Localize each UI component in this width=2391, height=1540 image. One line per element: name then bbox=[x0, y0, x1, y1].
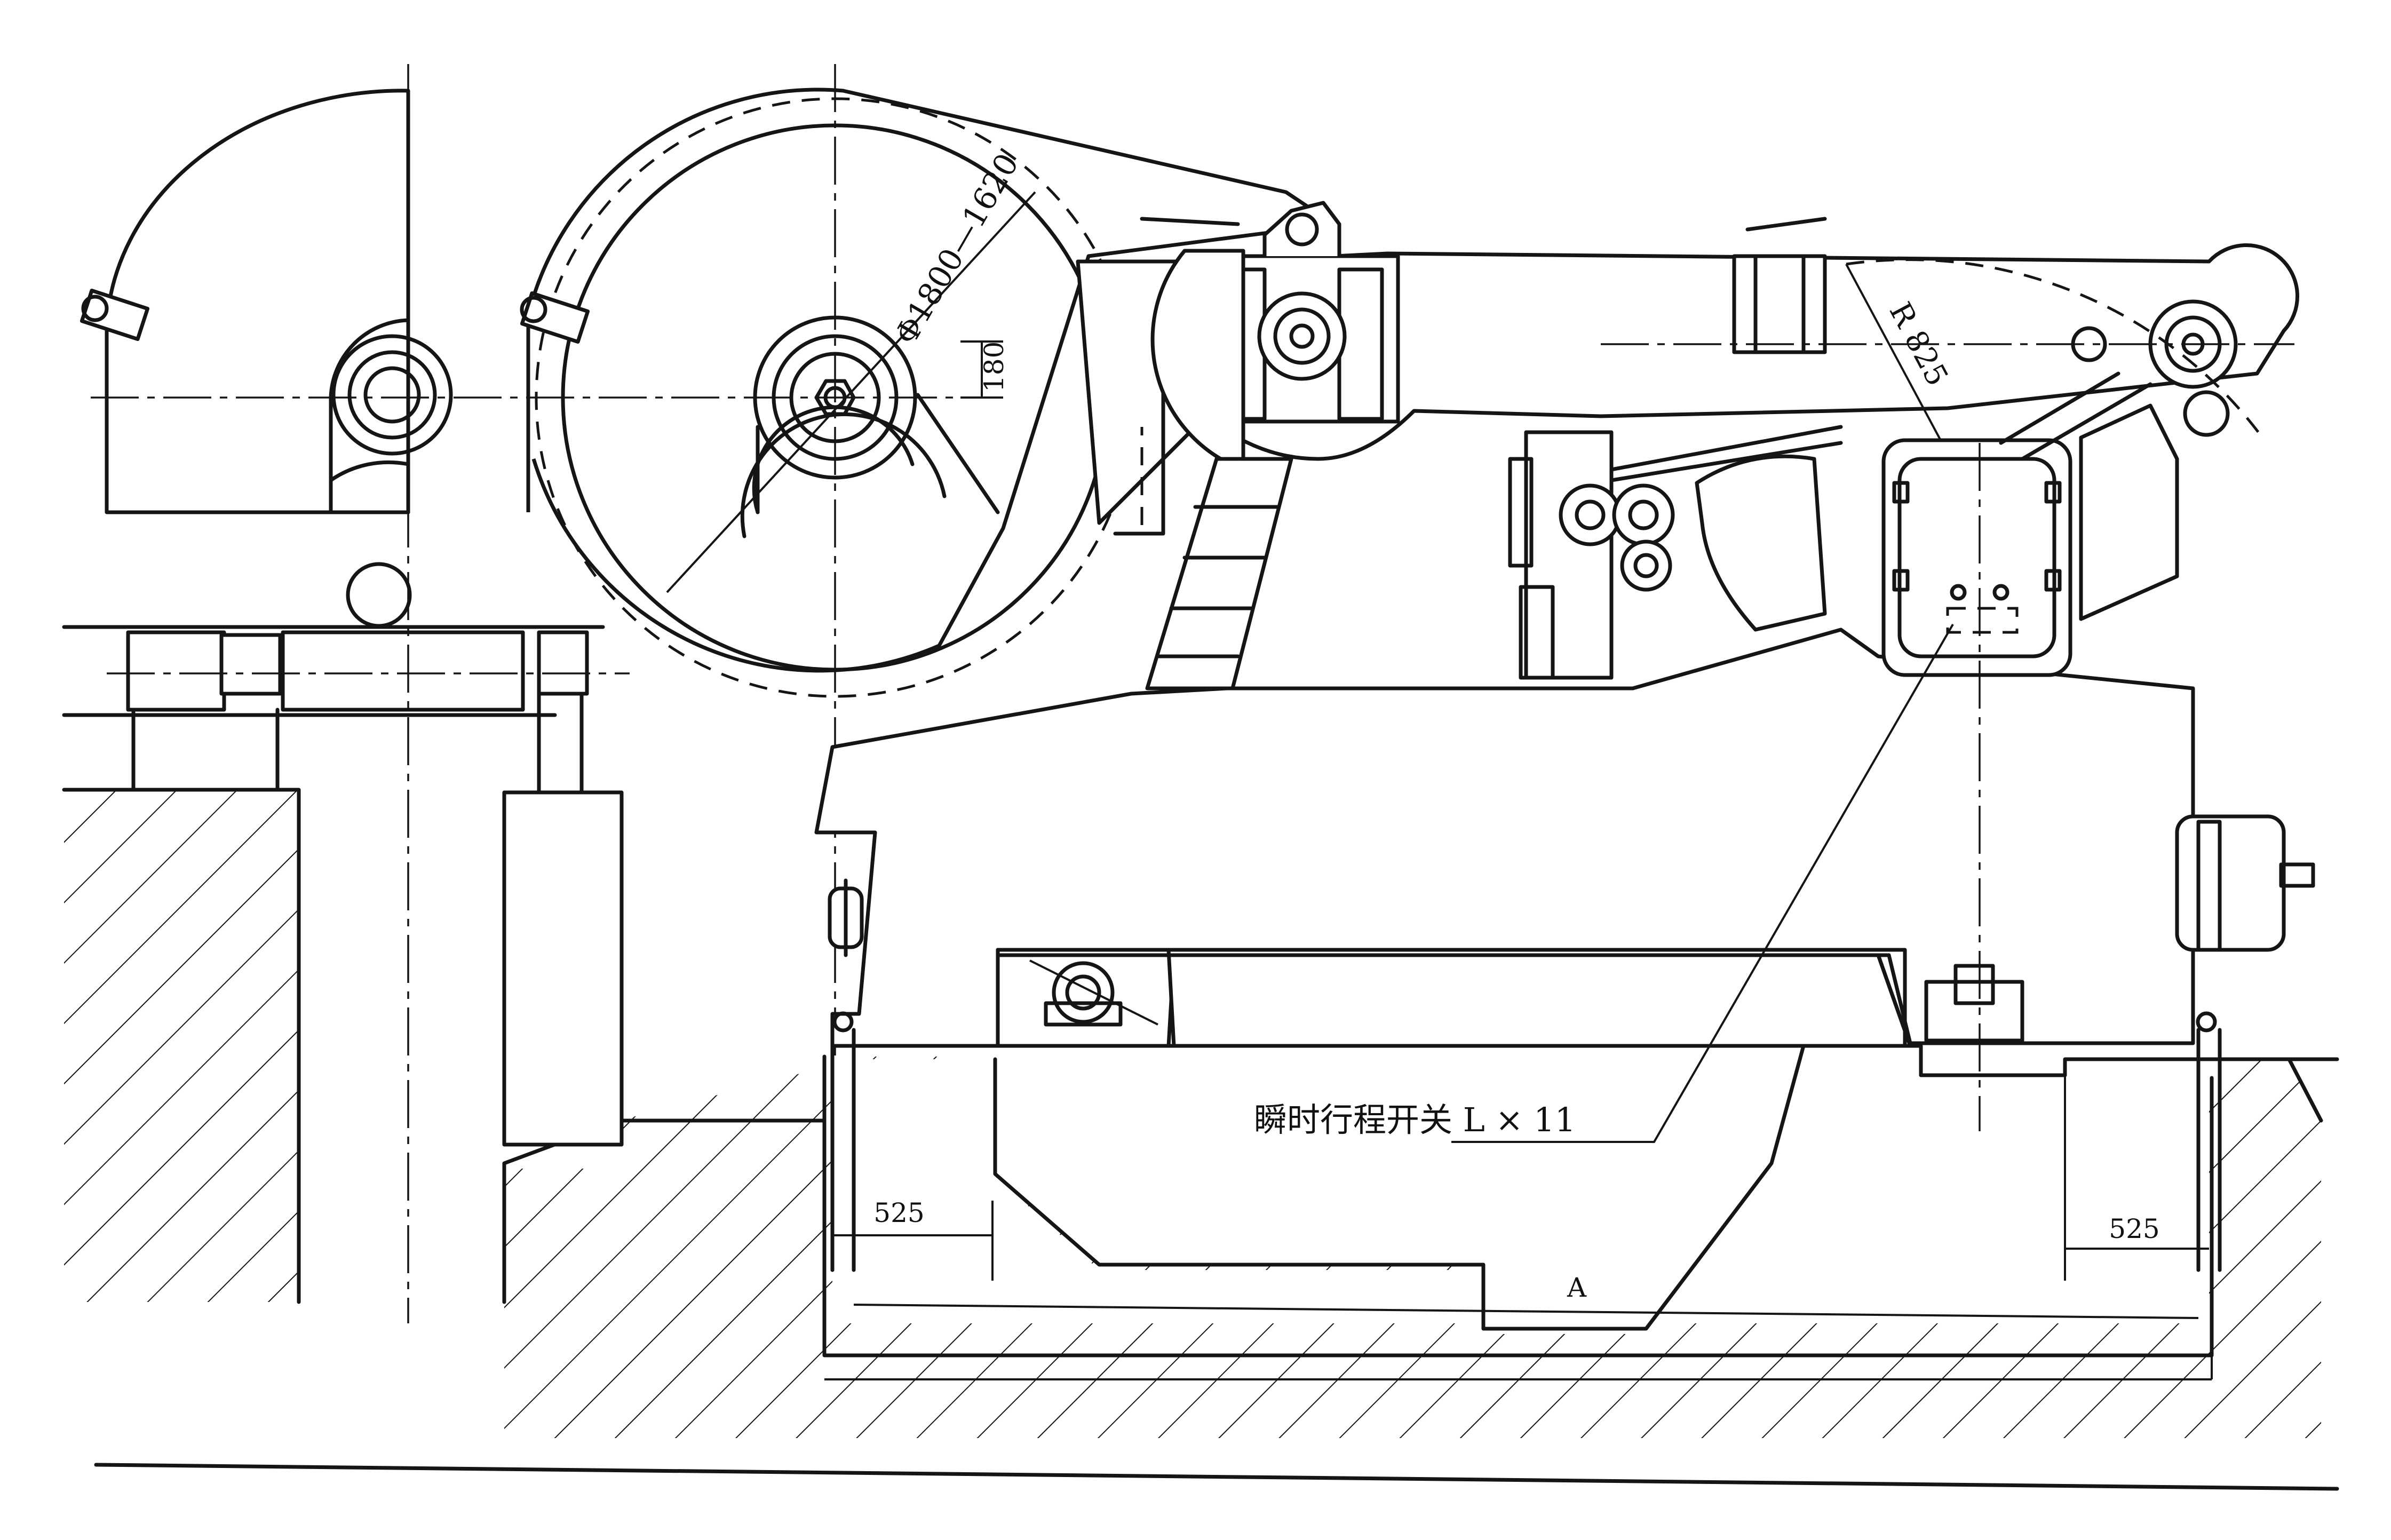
drive-housing bbox=[1524, 430, 1614, 680]
gear-2 bbox=[1612, 483, 1675, 546]
switch-callout: 瞬时行程开关 L × 11 bbox=[1254, 1100, 1576, 1139]
inclined-chute bbox=[1145, 457, 1293, 690]
coupling-right bbox=[537, 630, 589, 696]
pivot-bearing bbox=[1257, 291, 1347, 381]
arm-pivot-bracket bbox=[1140, 201, 1400, 472]
dim-a-label: A bbox=[1567, 1272, 1587, 1303]
guard-knob bbox=[520, 296, 547, 323]
dim-525-right: 525 bbox=[2109, 1213, 2159, 1244]
guard-handle bbox=[520, 291, 590, 344]
right-foot-block bbox=[1924, 980, 2024, 1043]
side-motor bbox=[2175, 814, 2286, 952]
upper-arm: R 825 bbox=[1076, 201, 2300, 536]
bearing-housing-bar bbox=[281, 630, 525, 712]
swing-radius-arc bbox=[1846, 258, 2264, 439]
bearing-block-left bbox=[126, 630, 226, 712]
drive-cluster bbox=[1508, 371, 2179, 1131]
offset-dimension-label: 180 bbox=[979, 342, 1010, 392]
switch-housing bbox=[1881, 438, 2072, 677]
coupling-left bbox=[219, 633, 282, 696]
left-support bbox=[62, 562, 630, 1147]
guard-handle-left bbox=[80, 288, 150, 342]
top-lug-pin bbox=[1285, 212, 1319, 247]
dim-525-left: 525 bbox=[873, 1197, 924, 1228]
dimensions: 525 525 A 瞬时行程开关 L × 11 bbox=[832, 624, 2209, 1319]
support-column bbox=[502, 790, 624, 1147]
lower-bearing bbox=[1052, 961, 1115, 1024]
gap-between-piers bbox=[299, 795, 502, 1329]
diameter-dimension-line bbox=[666, 191, 1036, 593]
gear-1 bbox=[1559, 483, 1622, 546]
baseline-rule bbox=[94, 1463, 2339, 1491]
left-flywheel-view bbox=[80, 89, 453, 514]
crank-housing bbox=[1695, 454, 1827, 632]
gear-3 bbox=[1620, 539, 1672, 592]
guard-knob-left bbox=[81, 295, 109, 322]
shaft-end-circle bbox=[346, 562, 412, 628]
arm-mid-bracket bbox=[1732, 217, 1827, 354]
foundation-left-block bbox=[64, 790, 299, 1302]
machine-frame bbox=[814, 628, 2315, 1272]
